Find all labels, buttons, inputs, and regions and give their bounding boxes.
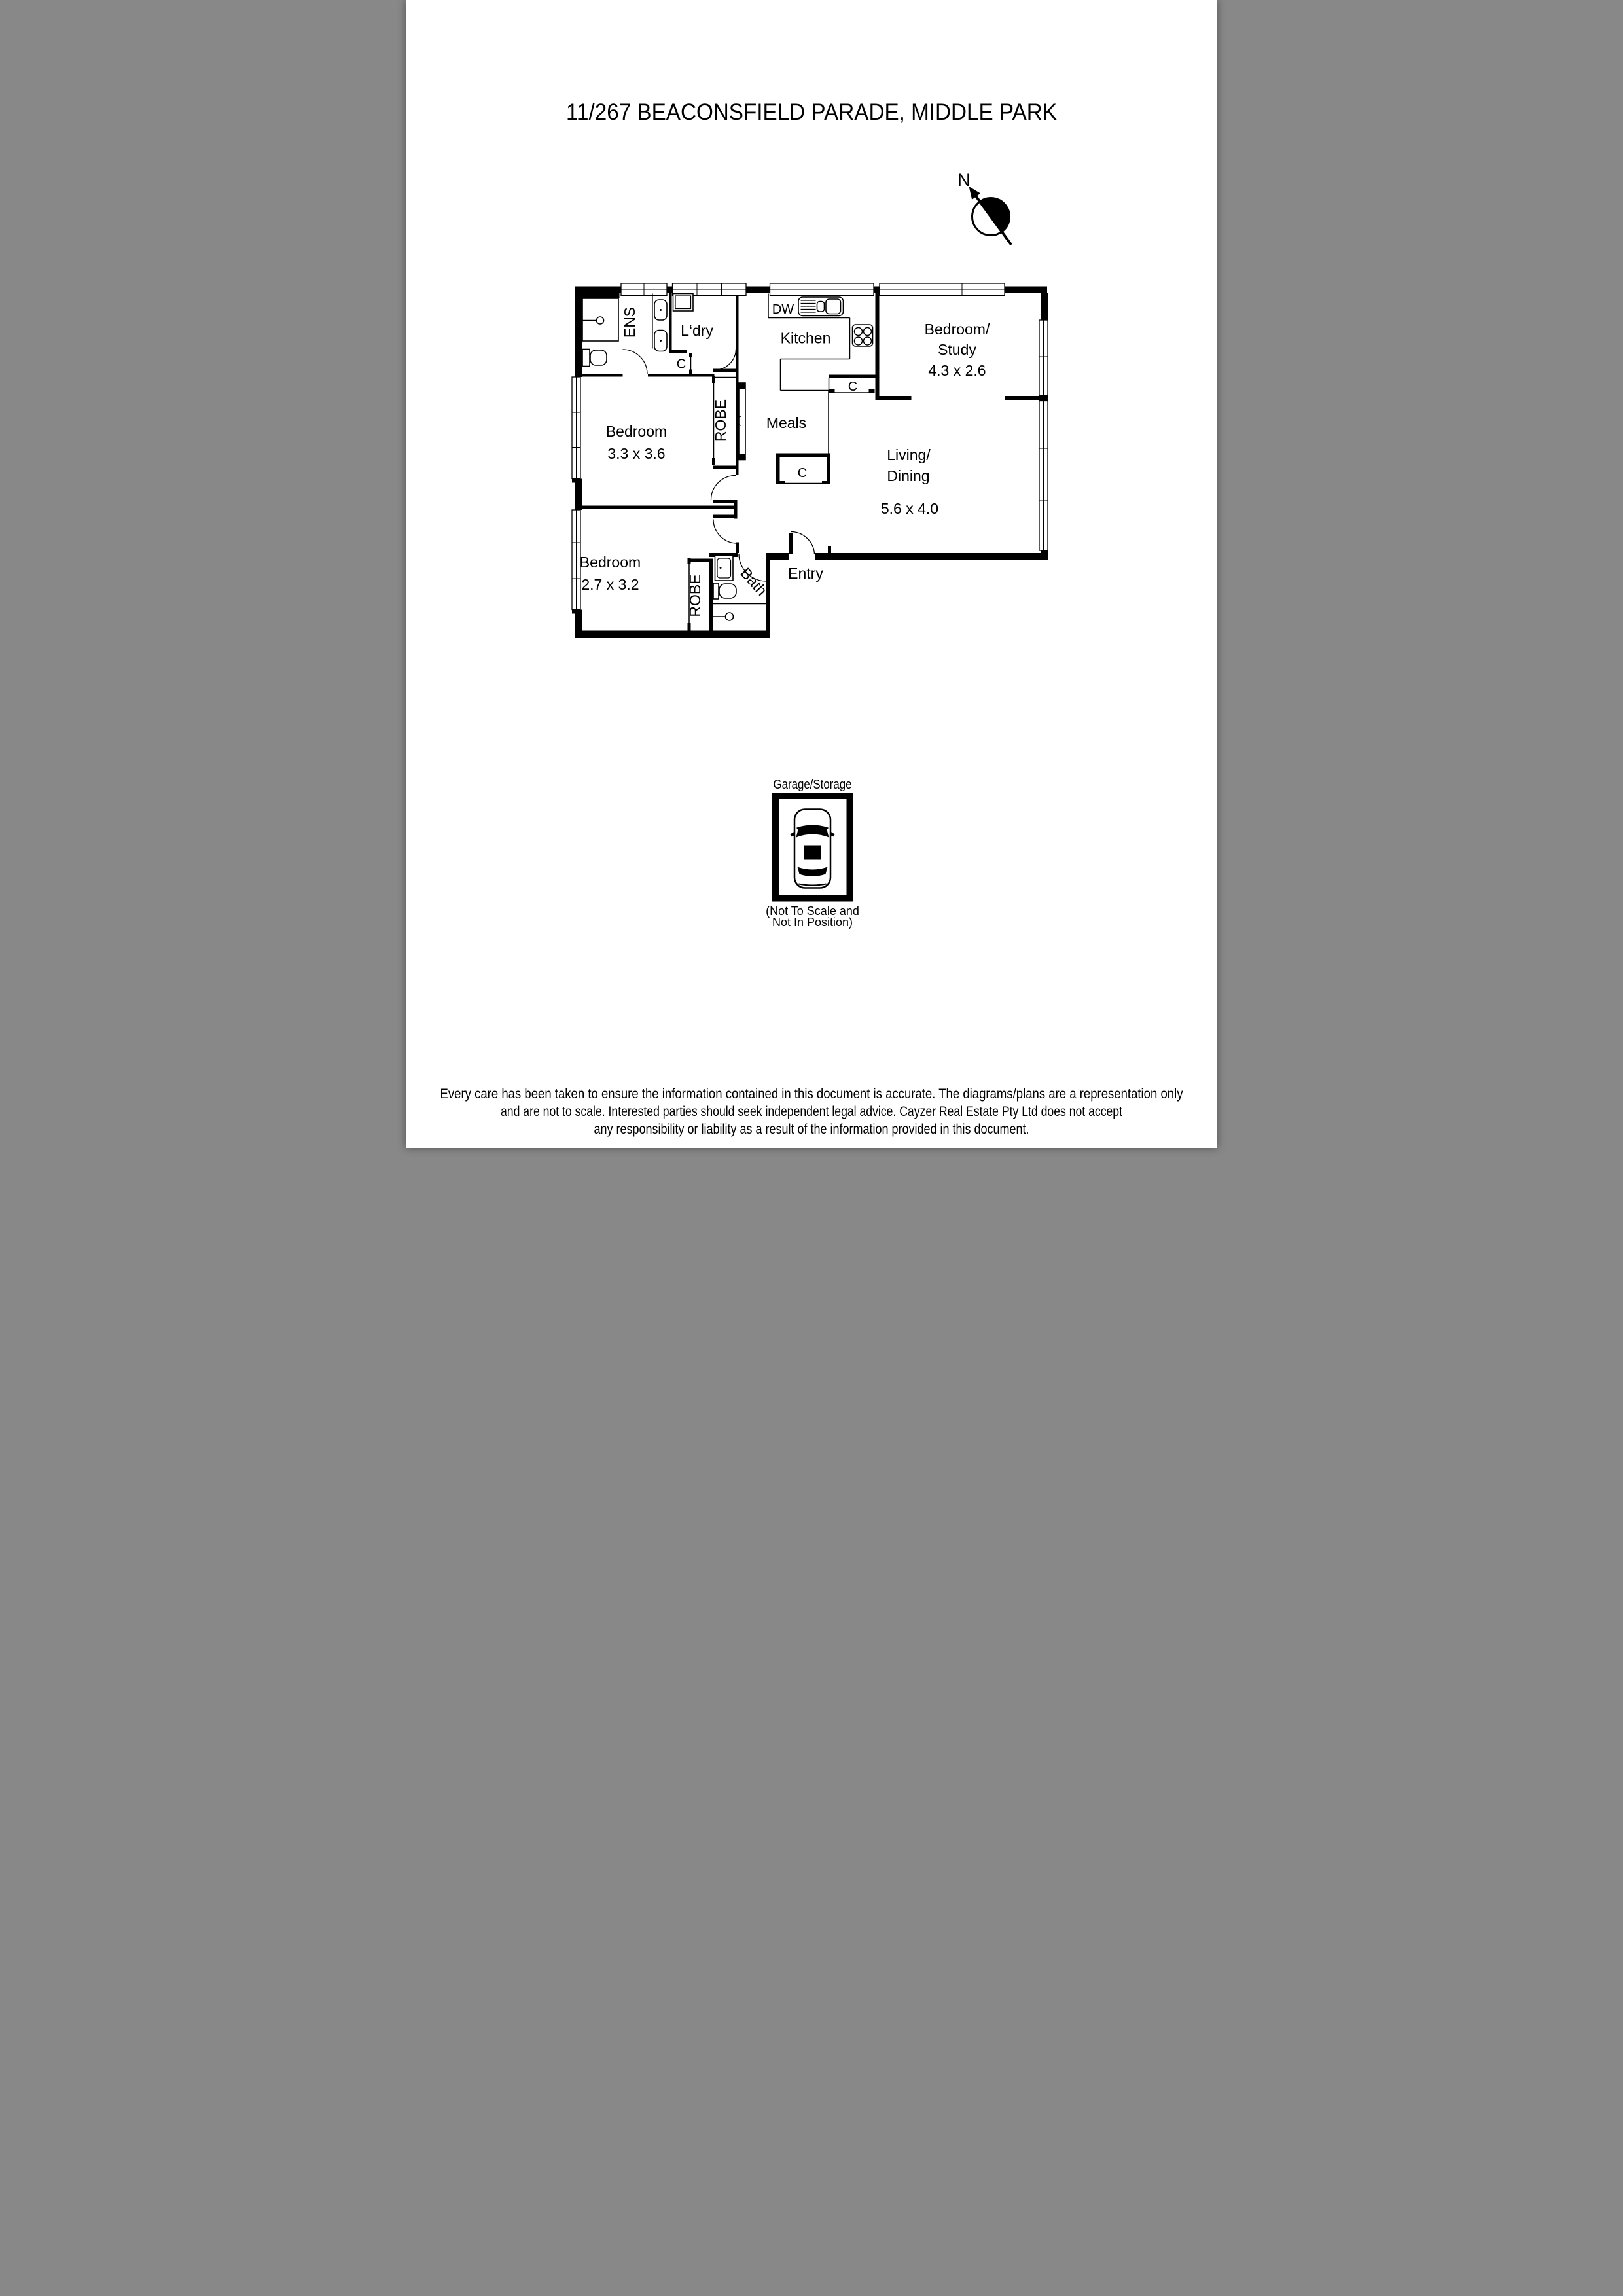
closet-label-meals: C	[798, 466, 807, 480]
room-dims-bedroom2: 2.7 x 3.2	[581, 576, 639, 593]
car-mirror-left	[790, 831, 794, 837]
window	[671, 283, 747, 296]
car-mirror-right	[830, 831, 835, 837]
window	[879, 283, 1005, 296]
fixtures	[582, 293, 874, 621]
basin	[654, 299, 668, 352]
room-label-living-2: Dining	[887, 467, 929, 484]
window	[1039, 319, 1048, 396]
room-label-living-1: Living/	[887, 446, 931, 463]
disclaimer-line3: any responsibility or liability as a res…	[594, 1122, 1029, 1137]
garage-note-line2: Not In Position)	[772, 916, 853, 929]
page-title: 11/267 BEACONSFIELD PARADE, MIDDLE PARK	[566, 99, 1057, 125]
kitchen-bench	[768, 293, 851, 454]
windows	[571, 283, 1048, 614]
garage-diagram: Garage/Storage (Not To Scale and Not In …	[766, 778, 859, 929]
room-label-bedroom1: Bedroom	[606, 423, 667, 440]
entry-door-leaf	[789, 533, 793, 554]
room-label-meals: Meals	[766, 414, 806, 431]
door-swing-ens	[622, 349, 648, 374]
walls	[575, 286, 1048, 638]
disclaimer: Every care has been taken to ensure the …	[440, 1086, 1183, 1137]
label-dishwasher: DW	[772, 302, 794, 317]
window	[1039, 400, 1048, 551]
laundry-trough	[672, 293, 694, 312]
window	[620, 283, 668, 296]
room-dims-living: 5.6 x 4.0	[881, 500, 938, 517]
disclaimer-line2: and are not to scale. Interested parties…	[501, 1104, 1122, 1119]
cooktop	[851, 324, 874, 347]
room-label-bedroom-study-2: Study	[938, 341, 976, 358]
room-label-kitchen: Kitchen	[781, 330, 831, 347]
bathtub	[714, 555, 734, 581]
partitions	[652, 293, 876, 631]
north-compass: N	[957, 170, 1012, 246]
window	[571, 376, 581, 480]
garage-note-line1: (Not To Scale and	[766, 905, 859, 918]
room-label-bath: Bath	[737, 564, 770, 599]
kitchen-sink	[798, 296, 844, 317]
garage-label: Garage/Storage	[774, 778, 852, 792]
room-label-bedroom-study-1: Bedroom/	[925, 321, 990, 338]
disclaimer-line1: Every care has been taken to ensure the …	[440, 1086, 1183, 1102]
room-label-entry: Entry	[788, 565, 823, 582]
room-label-ens: ENS	[621, 307, 638, 338]
window	[571, 509, 581, 611]
door-swing-bath	[738, 553, 767, 582]
room-label-robe2: ROBE	[687, 574, 704, 617]
basin	[711, 612, 734, 621]
room-label-bedroom2: Bedroom	[580, 554, 641, 571]
room-label-laundry: L‘dry	[681, 322, 713, 339]
robe-sliding-door	[738, 382, 746, 461]
door-swing-bedroom1	[710, 475, 736, 501]
north-arrow-icon	[969, 186, 1012, 246]
toilet	[713, 583, 737, 600]
room-label-robe1: ROBE	[712, 399, 729, 442]
closet-label-kitchen: C	[848, 380, 857, 394]
doors	[622, 348, 815, 582]
room-dims-bedroom-study: 4.3 x 2.6	[928, 362, 986, 379]
room-dims-bedroom1: 3.3 x 3.6	[607, 445, 665, 462]
floorplan-svg: 11/267 BEACONSFIELD PARADE, MIDDLE PARK …	[440, 99, 1183, 1137]
closet-label-ens: C	[677, 357, 686, 372]
floorplan-page: 11/267 BEACONSFIELD PARADE, MIDDLE PARK …	[406, 0, 1217, 1148]
car-icon	[790, 808, 835, 889]
floor-plan: ENS L‘dry DW Kitchen Bedroom/ Study 4.3 …	[571, 283, 1048, 638]
north-label: N	[957, 170, 971, 190]
room-labels: ENS L‘dry DW Kitchen Bedroom/ Study 4.3 …	[580, 302, 990, 617]
door-swing-lobby	[713, 519, 738, 544]
shower	[582, 298, 619, 342]
toilet	[582, 348, 607, 367]
window	[769, 283, 874, 296]
door-swing-entry	[791, 531, 815, 555]
door-swing-laundry	[715, 348, 737, 370]
robe-door-handle	[736, 416, 742, 426]
